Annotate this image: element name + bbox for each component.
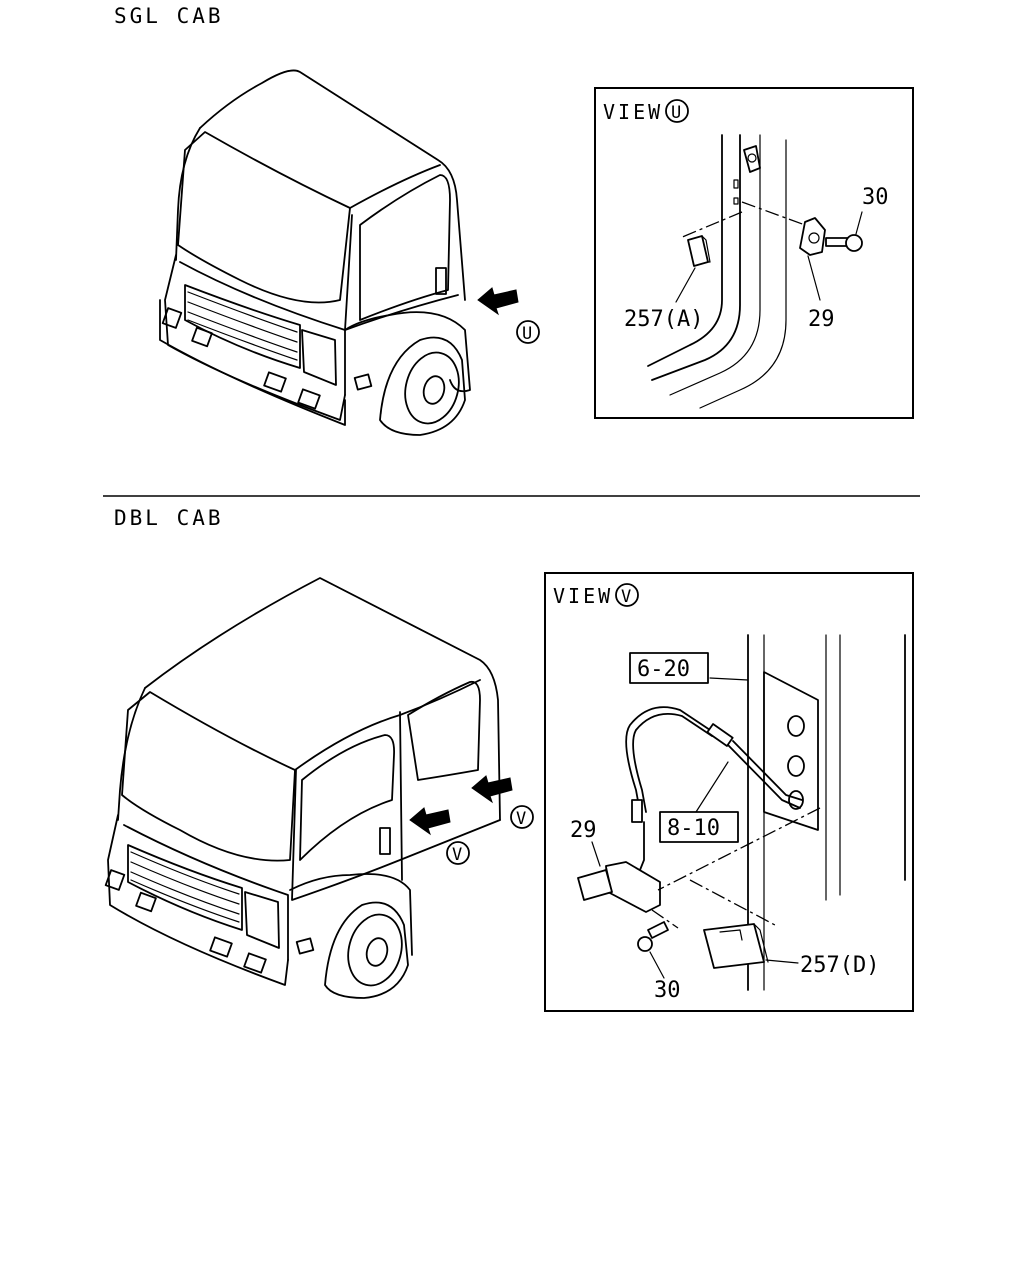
dbl-arrow-marker-letter-1: V	[452, 845, 462, 865]
view-v-panel: VIEW V	[544, 572, 914, 1012]
callout-6-20: 6-20	[637, 657, 690, 682]
view-v-prefix: VIEW	[553, 584, 613, 608]
dbl-cab-title: DBL CAB	[114, 506, 224, 530]
dbl-cab-truck: V V	[104, 577, 534, 999]
callout-8-10: 8-10	[667, 816, 720, 841]
sgl-cab-truck: U	[159, 69, 540, 436]
view-v-letter: V	[621, 587, 631, 607]
callout-257a: 257(A)	[624, 307, 703, 332]
callout-29-v: 29	[570, 818, 597, 843]
view-arrow-icon	[477, 287, 519, 316]
circle-letter-marker	[446, 841, 470, 865]
view-arrow-icon	[409, 807, 451, 836]
view-u-panel: VIEW U 257(A) 29 30	[594, 87, 914, 419]
circle-letter-marker	[665, 99, 689, 123]
view-arrow-icon	[471, 775, 513, 804]
sgl-cab-title: SGL CAB	[114, 4, 224, 28]
view-u-prefix: VIEW	[603, 100, 663, 124]
callout-29-u: 29	[808, 307, 835, 332]
callout-30-u: 30	[862, 185, 889, 210]
sgl-arrow-marker-letter: U	[522, 324, 532, 344]
callout-30-v: 30	[654, 978, 681, 1003]
dbl-arrow-marker-letter-2: V	[516, 809, 526, 829]
circle-letter-marker	[510, 805, 534, 829]
circle-letter-marker	[615, 583, 639, 607]
callout-257d: 257(D)	[800, 953, 879, 978]
view-u-letter: U	[671, 103, 681, 123]
circle-letter-marker	[516, 320, 540, 344]
